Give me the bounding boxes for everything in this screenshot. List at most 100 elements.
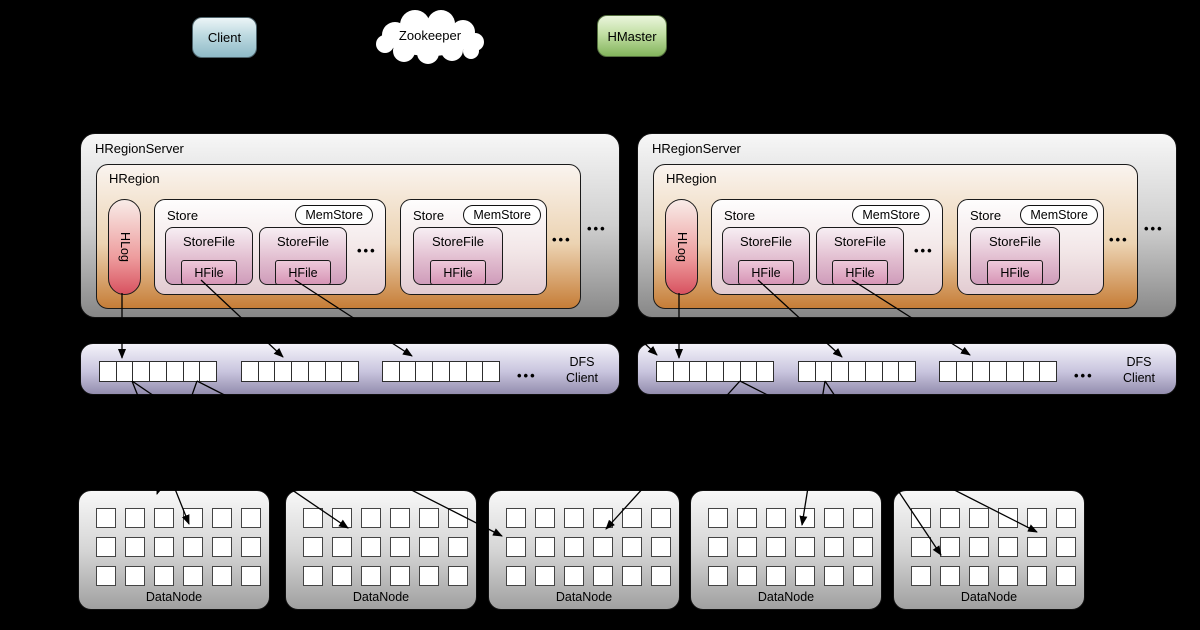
hdfs-block-cell xyxy=(798,361,817,382)
datanode-label: DataNode xyxy=(145,590,203,604)
data-block-square xyxy=(212,508,232,528)
data-block-square xyxy=(795,566,815,586)
datanode-block-grid xyxy=(303,508,468,586)
more-stores-ellipsis: ••• xyxy=(552,232,572,247)
data-block-square xyxy=(303,537,323,557)
data-block-square xyxy=(535,566,555,586)
dfs-client-label-line2: Client xyxy=(566,371,598,385)
memstore-pill: MemStore xyxy=(295,205,373,225)
hlog-box: HLog xyxy=(108,199,141,295)
data-block-square xyxy=(969,566,989,586)
storefile-label: StoreFile xyxy=(739,234,793,249)
data-block-square xyxy=(332,508,352,528)
data-block-square xyxy=(125,508,145,528)
hdfs-block-cell xyxy=(257,361,276,382)
store-label: Store xyxy=(167,208,199,223)
data-block-square xyxy=(969,537,989,557)
hfile-label: HFile xyxy=(1000,265,1030,280)
data-block-square xyxy=(154,537,174,557)
hdfs-block-cell xyxy=(199,361,218,382)
data-block-square xyxy=(183,566,203,586)
data-block-square xyxy=(853,566,873,586)
data-block-square xyxy=(154,508,174,528)
client-label: Client xyxy=(207,30,242,45)
memstore-label: MemStore xyxy=(862,208,920,222)
storefile-box: StoreFile HFile xyxy=(816,227,904,286)
hdfs-block-strip xyxy=(99,361,218,382)
data-block-square xyxy=(535,537,555,557)
hmaster-label: HMaster xyxy=(607,28,657,44)
data-block-square xyxy=(419,508,439,528)
hdfs-block-strip xyxy=(656,361,775,382)
data-block-square xyxy=(361,537,381,557)
more-storefiles-ellipsis: ••• xyxy=(914,243,934,258)
dfs-client-label-line1: DFS xyxy=(1126,355,1152,369)
data-block-square xyxy=(303,508,323,528)
memstore-pill: MemStore xyxy=(463,205,541,225)
more-regions-ellipsis: ••• xyxy=(1144,221,1164,236)
hregion-box: HRegion HLog Store MemStore StoreFile HF… xyxy=(96,164,581,309)
data-block-square xyxy=(998,537,1018,557)
datanode-box: DataNode xyxy=(893,490,1085,610)
data-block-square xyxy=(154,566,174,586)
data-block-square xyxy=(564,566,584,586)
data-block-square xyxy=(241,508,261,528)
data-block-square xyxy=(622,537,642,557)
hfile-label: HFile xyxy=(288,265,318,280)
hdfs-block-cell xyxy=(706,361,725,382)
data-block-square xyxy=(622,566,642,586)
data-block-square xyxy=(390,508,410,528)
hlog-label: HLog xyxy=(117,232,132,262)
hdfs-block-strip xyxy=(798,361,917,382)
hdfs-block-cell xyxy=(324,361,343,382)
data-block-square xyxy=(795,537,815,557)
data-block-square xyxy=(96,566,116,586)
storefile-label: StoreFile xyxy=(988,234,1042,249)
storefile-label: StoreFile xyxy=(182,234,236,249)
store-box: Store MemStore StoreFile HFile StoreFile… xyxy=(154,199,386,295)
hdfs-block-cell xyxy=(689,361,708,382)
hdfs-block-cell xyxy=(448,361,467,382)
data-block-square xyxy=(564,537,584,557)
data-block-square xyxy=(737,508,757,528)
hdfs-block-cell xyxy=(672,361,691,382)
storefile-box: StoreFile HFile xyxy=(970,227,1060,286)
hdfs-block-cell xyxy=(241,361,260,382)
hdfs-block-cell xyxy=(656,361,675,382)
hdfs-block-cell xyxy=(432,361,451,382)
data-block-square xyxy=(622,508,642,528)
datanode-box: DataNode xyxy=(78,490,270,610)
data-block-square xyxy=(361,508,381,528)
data-block-square xyxy=(940,537,960,557)
data-block-square xyxy=(212,566,232,586)
data-block-square xyxy=(795,508,815,528)
data-block-square xyxy=(1027,566,1047,586)
hdfs-block-cell xyxy=(482,361,501,382)
hlog-label: HLog xyxy=(674,232,689,262)
hlog-box: HLog xyxy=(665,199,698,295)
data-block-square xyxy=(593,537,613,557)
data-block-square xyxy=(708,508,728,528)
data-block-square xyxy=(390,566,410,586)
store-label: Store xyxy=(413,208,445,223)
datanode-label: DataNode xyxy=(757,590,815,604)
data-block-square xyxy=(506,566,526,586)
data-block-square xyxy=(708,566,728,586)
data-block-square xyxy=(998,566,1018,586)
memstore-label: MemStore xyxy=(473,208,531,222)
hdfs-block-strip xyxy=(241,361,360,382)
more-regions-ellipsis: ••• xyxy=(587,221,607,236)
data-block-square xyxy=(419,566,439,586)
data-block-square xyxy=(766,566,786,586)
hfile-box: HFile xyxy=(832,260,888,286)
memstore-pill: MemStore xyxy=(1020,205,1098,225)
data-block-square xyxy=(96,508,116,528)
store-box: Store MemStore StoreFile HFile xyxy=(400,199,547,295)
hregionserver-box: HRegionServer HRegion HLog Store MemStor… xyxy=(637,133,1177,318)
store-label: Store xyxy=(970,208,1002,223)
memstore-label: MemStore xyxy=(1030,208,1088,222)
data-block-square xyxy=(766,537,786,557)
hdfs-block-cell xyxy=(831,361,850,382)
memstore-pill: MemStore xyxy=(852,205,930,225)
hregionserver-box: HRegionServer HRegion HLog Store MemStor… xyxy=(80,133,620,318)
